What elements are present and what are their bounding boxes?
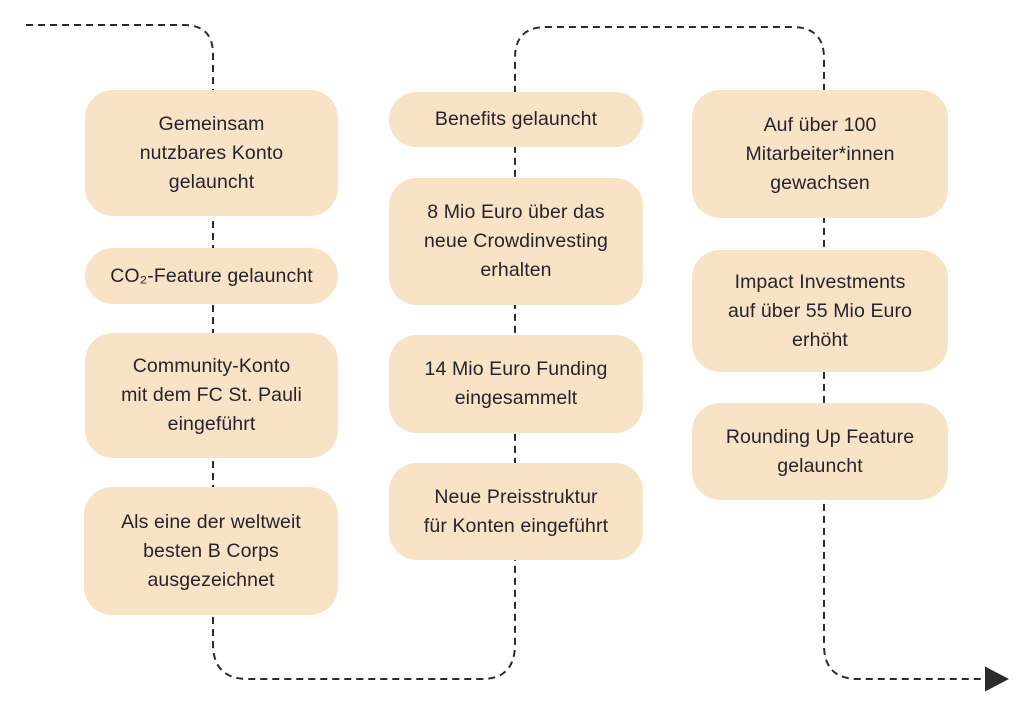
timeline-card: Neue Preisstruktur für Konten eingeführt bbox=[389, 463, 643, 560]
card-text-line: eingeführt bbox=[167, 413, 256, 435]
timeline-card: Auf über 100 Mitarbeiter*innen gewachsen bbox=[692, 90, 948, 218]
timeline-card: 8 Mio Euro über das neue Crowdinvesting … bbox=[389, 178, 643, 305]
card-text-line: Als eine der weltweit bbox=[121, 510, 301, 533]
card-text-line: Gemeinsam bbox=[158, 112, 265, 135]
card-text-line: mit dem FC St. Pauli bbox=[121, 384, 302, 406]
timeline-card: CO₂-Feature gelauncht bbox=[85, 248, 338, 304]
timeline-card: 14 Mio Euro Funding eingesammelt bbox=[389, 335, 643, 433]
card-text-line: Benefits gelauncht bbox=[434, 108, 598, 130]
card-text-line: Community-Konto bbox=[132, 355, 291, 377]
card-text-line: besten B Corps bbox=[143, 539, 279, 562]
timeline-card: Impact Investments auf über 55 Mio Euro … bbox=[692, 250, 948, 372]
card-text-line: Rounding Up Feature bbox=[725, 425, 915, 448]
card-text-line: gelauncht bbox=[777, 454, 863, 477]
card-text-line: neue Crowdinvesting bbox=[423, 230, 608, 252]
card-text-line: gelauncht bbox=[168, 170, 255, 193]
timeline-card: Als eine der weltweit besten B Corps aus… bbox=[84, 487, 338, 615]
card-text-line: 14 Mio Euro Funding bbox=[424, 358, 608, 380]
card-text-line: Mitarbeiter*innen bbox=[745, 142, 895, 165]
card-text-line: 8 Mio Euro über das bbox=[427, 201, 605, 223]
timeline-card: Benefits gelauncht bbox=[389, 92, 643, 147]
timeline-card: Rounding Up Feature gelauncht bbox=[692, 403, 948, 500]
card-text-line: erhöht bbox=[792, 328, 848, 351]
card-text-line: nutzbares Konto bbox=[139, 141, 284, 164]
card-text-line: für Konten eingeführt bbox=[423, 514, 609, 537]
timeline-card: Community-Konto mit dem FC St. Pauli ein… bbox=[85, 333, 338, 458]
card-text-line: auf über 55 Mio Euro bbox=[727, 299, 913, 322]
arrowhead-icon bbox=[985, 666, 1009, 692]
card-text-line: ausgezeichnet bbox=[147, 568, 275, 591]
card-text-line: Auf über 100 bbox=[763, 113, 877, 136]
card-text-line: Neue Preisstruktur bbox=[434, 485, 598, 508]
card-text-line: eingesammelt bbox=[454, 387, 578, 409]
timeline-card: Gemeinsam nutzbares Konto gelauncht bbox=[85, 90, 338, 216]
card-text-line: CO₂-Feature gelauncht bbox=[110, 264, 313, 287]
card-text-line: gewachsen bbox=[770, 171, 870, 194]
card-text-line: erhalten bbox=[480, 259, 552, 281]
card-text-line: Impact Investments bbox=[734, 270, 906, 293]
